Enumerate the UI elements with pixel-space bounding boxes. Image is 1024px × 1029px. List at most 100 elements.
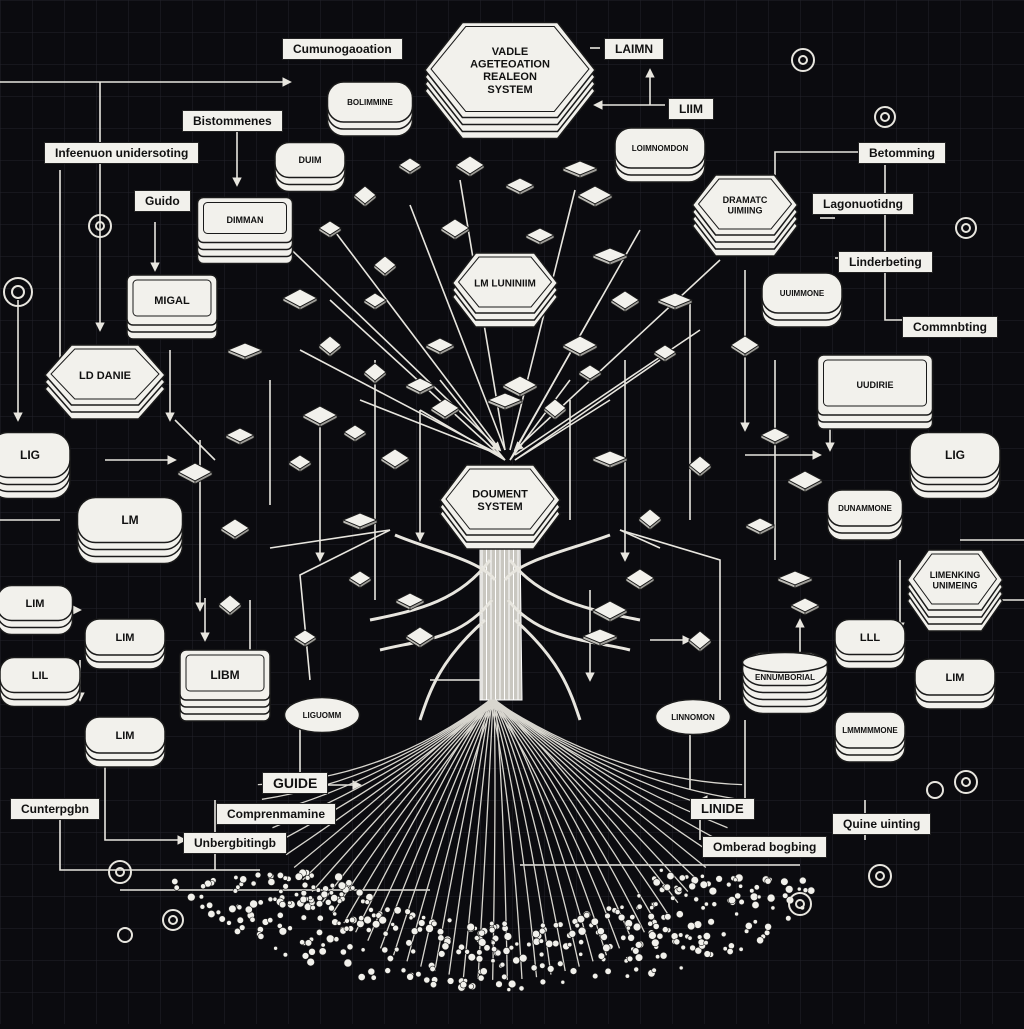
label-gude-bottom: GUIDE xyxy=(262,772,329,794)
chip xyxy=(301,405,339,428)
gear-icon xyxy=(3,277,33,307)
label-bistormenes: Bistommenes xyxy=(182,110,283,132)
gear-icon xyxy=(88,214,112,238)
chip xyxy=(226,342,264,361)
node-lil-left: LIL xyxy=(0,656,81,708)
label-linmide: LINIDE xyxy=(690,798,755,820)
chip xyxy=(348,570,372,589)
chip xyxy=(524,227,556,246)
label-comprenmane: Comprenmamine xyxy=(216,803,337,825)
chip xyxy=(591,247,629,266)
node-text-lig-left: LIG xyxy=(20,448,40,462)
node-ld-name: LD DANIE xyxy=(44,344,166,420)
node-lm-right: LLL xyxy=(834,618,906,670)
gear-icon xyxy=(108,860,132,884)
node-lim-small-left: LIM xyxy=(0,584,74,636)
node-text-lmmmmone: LMMMMMONE xyxy=(842,726,898,735)
chip xyxy=(398,157,422,176)
gear-icon xyxy=(868,864,892,888)
node-lim-left3: LIM xyxy=(84,716,166,768)
chip xyxy=(776,570,814,589)
node-text-lim-small-left: LIM xyxy=(26,598,45,610)
node-text-udimmone: UUIMMONE xyxy=(780,289,825,298)
chip xyxy=(343,424,367,443)
chip xyxy=(373,255,397,278)
chip xyxy=(789,597,821,616)
node-text-lig-right: LIG xyxy=(945,448,965,462)
node-disk-mid: LINNOMON xyxy=(654,698,732,736)
node-text-bolimmone: BOLIMMINE xyxy=(347,98,393,107)
node-text-lim-left2: LIM xyxy=(116,632,135,644)
chip xyxy=(380,448,410,471)
node-lig-right: LIG xyxy=(909,431,1001,500)
gear-icon xyxy=(791,48,815,72)
node-lim-left2: LIM xyxy=(84,618,166,670)
node-text-lim-stack: LIBM xyxy=(210,668,239,682)
node-text-mid: LM LUNINIIM xyxy=(474,279,536,290)
label-cunterpgbn: Cunterpgbn xyxy=(10,798,100,820)
node-lm-left: LM xyxy=(76,496,184,565)
chip xyxy=(744,517,776,536)
chip xyxy=(430,398,460,421)
node-dium-left: DUIM xyxy=(274,141,346,193)
node-text-lim-left3: LIM xyxy=(116,730,135,742)
chip xyxy=(281,288,319,311)
chip xyxy=(581,628,619,647)
chip xyxy=(363,362,387,385)
node-text-dium-left: DUIM xyxy=(299,155,322,165)
label-lainm: LAIMN xyxy=(604,38,664,60)
gear-icon xyxy=(874,106,896,128)
root-dots xyxy=(171,867,816,992)
node-text-lil-left: LIL xyxy=(32,670,49,682)
chip xyxy=(656,292,694,311)
chip xyxy=(363,292,387,311)
chip xyxy=(353,185,377,208)
label-quire: Quine uinting xyxy=(832,813,932,835)
gear-icon xyxy=(954,770,978,794)
node-text-lm-left: LM xyxy=(121,513,138,527)
chip xyxy=(176,462,214,485)
node-lim-stack: LIBM xyxy=(179,649,271,722)
chip xyxy=(293,629,317,648)
label-lagomuotidng: Lagonuotidng xyxy=(812,193,914,215)
node-text-uu-right: UUDIRIE xyxy=(856,380,893,390)
chip xyxy=(220,518,250,541)
node-storage-ellipse: LIGUOMM xyxy=(283,696,361,734)
chip xyxy=(688,455,712,478)
chip xyxy=(218,594,242,617)
node-text-storage-ellipse: LIGUOMM xyxy=(303,711,342,720)
node-text-lnirmnoldon: LOIMNOMDON xyxy=(632,144,689,153)
node-uu-right: UUDIRIE xyxy=(816,354,934,430)
node-dunammone: DUNAMMONE xyxy=(826,489,904,541)
chip xyxy=(341,512,379,531)
gear-icon xyxy=(926,781,944,799)
node-storage-cyl: ENNUMBORIAL xyxy=(741,651,829,715)
label-linderbeting: Linderbeting xyxy=(838,251,933,273)
gear-icon xyxy=(162,909,184,931)
node-lnirmnoldon: LOIMNOMDON xyxy=(614,127,706,183)
node-lig-left: LIG xyxy=(0,431,71,500)
node-lmmmmone: LMMMMMONE xyxy=(834,711,906,763)
chip xyxy=(501,375,539,398)
node-text-disk-mid: LINNOMON xyxy=(671,713,715,722)
chip xyxy=(638,508,662,531)
gear-icon xyxy=(117,927,133,943)
chip xyxy=(561,160,599,179)
chip xyxy=(543,398,567,421)
label-omberad: Omberad bogbing xyxy=(702,836,828,858)
label-comunbting: Commnbting xyxy=(902,316,998,338)
chip xyxy=(625,568,655,591)
chip xyxy=(424,337,456,356)
gear-icon xyxy=(955,217,977,239)
node-text-storage-cyl: ENNUMBORIAL xyxy=(755,673,815,682)
node-lim-right: LIM xyxy=(914,658,996,710)
decorative-circles xyxy=(3,48,978,943)
node-text-maral: MIGAL xyxy=(154,295,190,307)
label-linm-top: LIIM xyxy=(668,98,714,120)
